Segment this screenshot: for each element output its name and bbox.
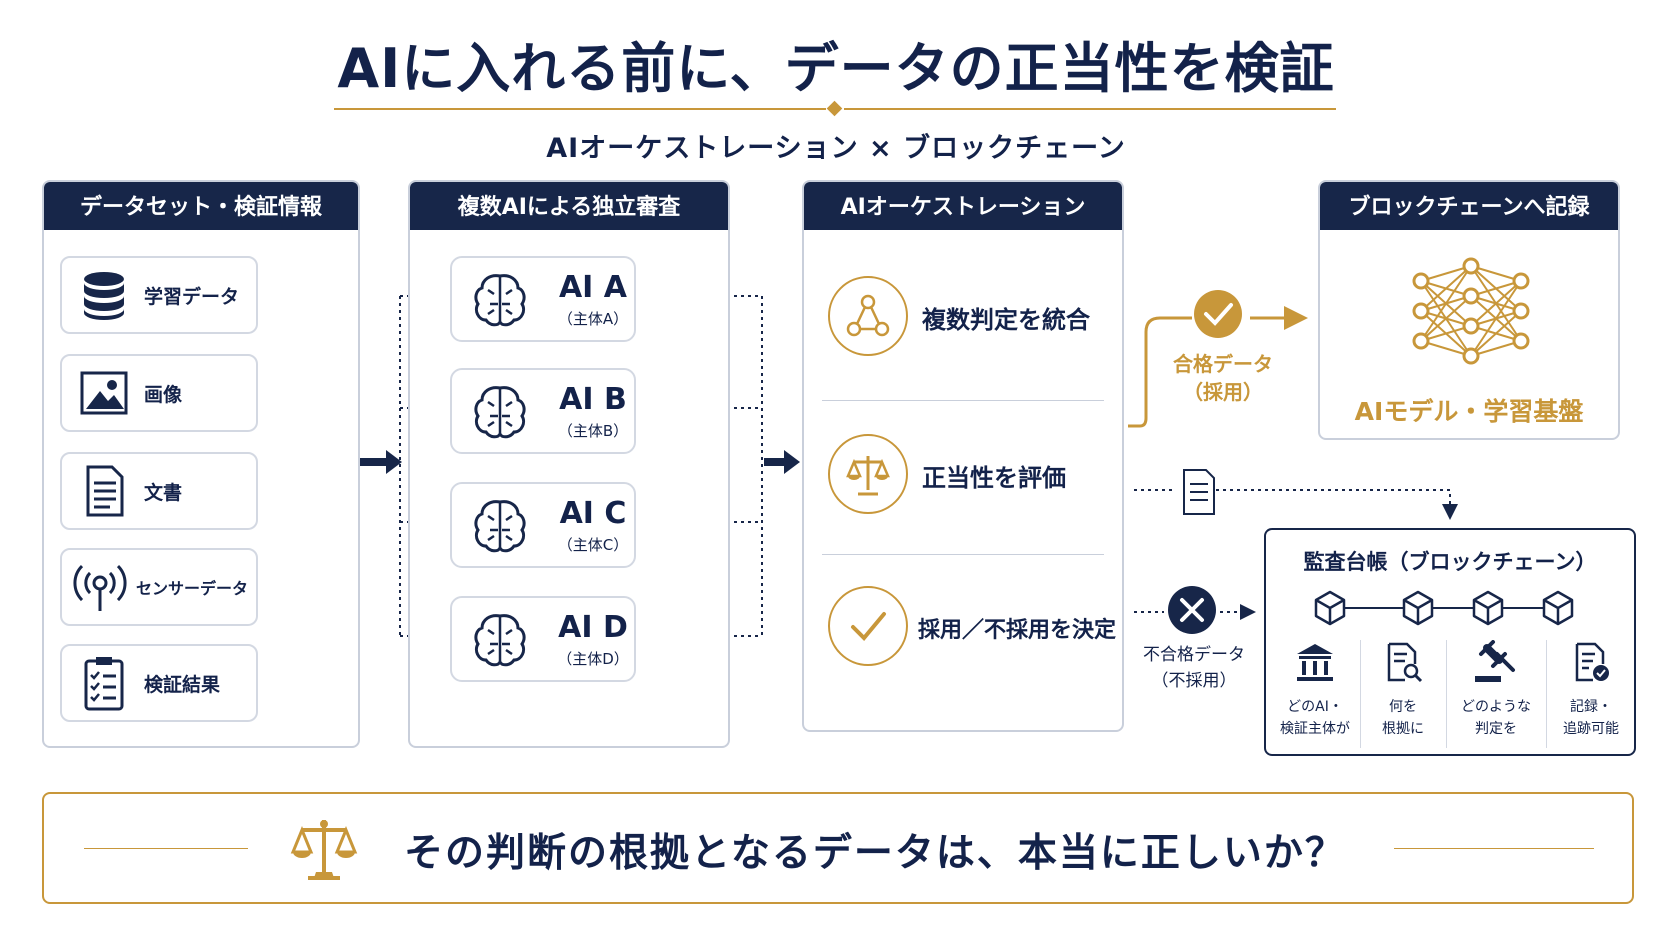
- pass-label-line: （採用）: [1183, 380, 1263, 404]
- dataset-item-label: 画像: [144, 383, 183, 406]
- orchestration-step-label: 複数判定を統合: [922, 306, 1090, 334]
- arrow-to-orchestration-head: [784, 450, 800, 474]
- ledger-column-line: 何を: [1389, 699, 1417, 715]
- ledger-column-text: どのような 判定を: [1448, 696, 1544, 740]
- neural-network-icon: [1412, 257, 1530, 365]
- question-text: その判断の根拠となるデータは、本当に正しいか？: [404, 831, 1346, 876]
- scale-icon: [290, 820, 358, 880]
- checklist-icon: [84, 657, 124, 711]
- brain-icon: [474, 500, 526, 553]
- dataset-item-label: 検証結果: [144, 673, 221, 696]
- ledger-column: どのような 判定を: [1448, 636, 1544, 754]
- ledger-title: 監査台帳（ブロックチェーン）: [1303, 550, 1597, 574]
- scale-icon: [828, 434, 908, 514]
- ledger-column-line: 記録・: [1570, 699, 1612, 715]
- orchestration-step-label: 採用／不採用を決定: [918, 618, 1117, 643]
- orchestration-divider: [822, 400, 1104, 401]
- institution-icon: [1297, 644, 1333, 681]
- ledger-divider: [1546, 640, 1547, 748]
- ai-agent-card[interactable]: AI D （主体D）: [450, 596, 636, 682]
- ledger-column-line: 検証主体が: [1280, 721, 1350, 737]
- ledger-column-line: どのAI・: [1287, 699, 1343, 715]
- audit-line: [1134, 489, 1450, 516]
- orchestration-panel: AIオーケストレーション 複数判定を統合 正当性を評価: [802, 180, 1124, 732]
- fail-label-line: （不採用）: [1151, 671, 1237, 691]
- fail-label: 不合格データ （不採用）: [1134, 642, 1254, 694]
- title-rule-right: [844, 108, 1336, 110]
- dataset-item-label: センサーデータ: [136, 579, 249, 598]
- ai-agent-name: AI C: [559, 496, 627, 531]
- dataset-item-label: 学習データ: [144, 285, 240, 308]
- network-icon: [828, 276, 908, 356]
- ai-agent-card[interactable]: AI B （主体B）: [450, 368, 636, 454]
- block-chain-icon: [1314, 590, 1574, 626]
- ai-agent-name: AI D: [558, 610, 628, 645]
- ai-agent-sub: （主体C）: [557, 536, 629, 554]
- ledger-column-text: 記録・ 追跡可能: [1548, 696, 1634, 740]
- ledger-column-line: 判定を: [1475, 721, 1517, 737]
- question-banner: その判断の根拠となるデータは、本当に正しいか？: [42, 792, 1634, 904]
- brain-icon: [474, 386, 526, 439]
- check-icon: [828, 586, 908, 666]
- document-check-icon: [1575, 642, 1609, 682]
- title-diamond: [826, 100, 843, 117]
- ai-agent-sub: （主体A）: [557, 310, 629, 328]
- orchestration-step-label: 正当性を評価: [922, 464, 1066, 492]
- sensor-icon: [73, 564, 127, 611]
- blockchain-panel: ブロックチェーンへ記録 AIモデル・学習基盤: [1318, 180, 1620, 440]
- dataset-item-label: 文書: [144, 481, 183, 504]
- model-label: AIモデル・学習基盤: [1354, 397, 1584, 426]
- title-rule-left: [334, 108, 826, 110]
- page-title: AIに入れる前に、データの正当性を検証: [337, 37, 1335, 100]
- orchestration-panel-title: AIオーケストレーション: [804, 182, 1122, 230]
- ai-agent-sub: （主体D）: [557, 650, 629, 668]
- fail-label-line: 不合格データ: [1143, 645, 1245, 665]
- ai-agent-card[interactable]: AI A （主体A）: [450, 256, 636, 342]
- brain-icon: [474, 274, 526, 327]
- ledger-column-text: どのAI・ 検証主体が: [1272, 696, 1358, 740]
- pass-label-line: 合格データ: [1173, 352, 1273, 376]
- pass-check-icon: [1194, 290, 1242, 338]
- banner-rule-right: [1394, 848, 1594, 849]
- dataset-item-training[interactable]: 学習データ: [60, 256, 258, 334]
- page-subtitle: AIオーケストレーション × ブロックチェーン: [546, 133, 1126, 164]
- ai-agent-card[interactable]: AI C （主体C）: [450, 482, 636, 568]
- document-search-icon: [1387, 642, 1423, 683]
- pass-label: 合格データ （採用）: [1158, 350, 1288, 406]
- dataset-panel-title: データセット・検証情報: [44, 182, 358, 230]
- audit-doc-icon: [1183, 469, 1215, 515]
- dataset-item-document[interactable]: 文書: [60, 452, 258, 530]
- ledger-column-line: 追跡可能: [1563, 721, 1619, 737]
- brain-icon: [474, 614, 526, 667]
- orchestration-divider: [822, 554, 1104, 555]
- gavel-icon: [1475, 640, 1515, 682]
- dataset-item-verification[interactable]: 検証結果: [60, 644, 258, 722]
- ai-agent-sub: （主体B）: [557, 422, 629, 440]
- ai-agent-name: AI B: [559, 382, 627, 417]
- image-icon: [80, 371, 128, 415]
- ledger-column: 記録・ 追跡可能: [1548, 636, 1634, 754]
- ledger-column-text: 何を 根拠に: [1362, 696, 1444, 740]
- review-panel-title: 複数AIによる独立審査: [410, 182, 728, 230]
- document-icon: [86, 465, 124, 517]
- ledger-column: どのAI・ 検証主体が: [1272, 636, 1358, 754]
- ledger-divider: [1446, 640, 1447, 748]
- blockchain-panel-title: ブロックチェーンへ記録: [1320, 182, 1618, 230]
- ai-agent-name: AI A: [558, 270, 628, 305]
- arrow-to-review-head: [386, 450, 402, 474]
- ledger-column-line: どのような: [1461, 699, 1531, 715]
- dataset-item-image[interactable]: 画像: [60, 354, 258, 432]
- audit-ledger: 監査台帳（ブロックチェーン） どのAI・ 検証主体が 何を: [1264, 528, 1636, 756]
- dataset-item-sensor[interactable]: センサーデータ: [60, 548, 258, 626]
- banner-rule-left: [84, 848, 248, 849]
- ledger-column: 何を 根拠に: [1362, 636, 1444, 754]
- ledger-divider: [1360, 640, 1361, 748]
- database-icon: [84, 272, 124, 320]
- ledger-column-line: 根拠に: [1382, 721, 1424, 737]
- fail-x-icon: [1168, 586, 1216, 634]
